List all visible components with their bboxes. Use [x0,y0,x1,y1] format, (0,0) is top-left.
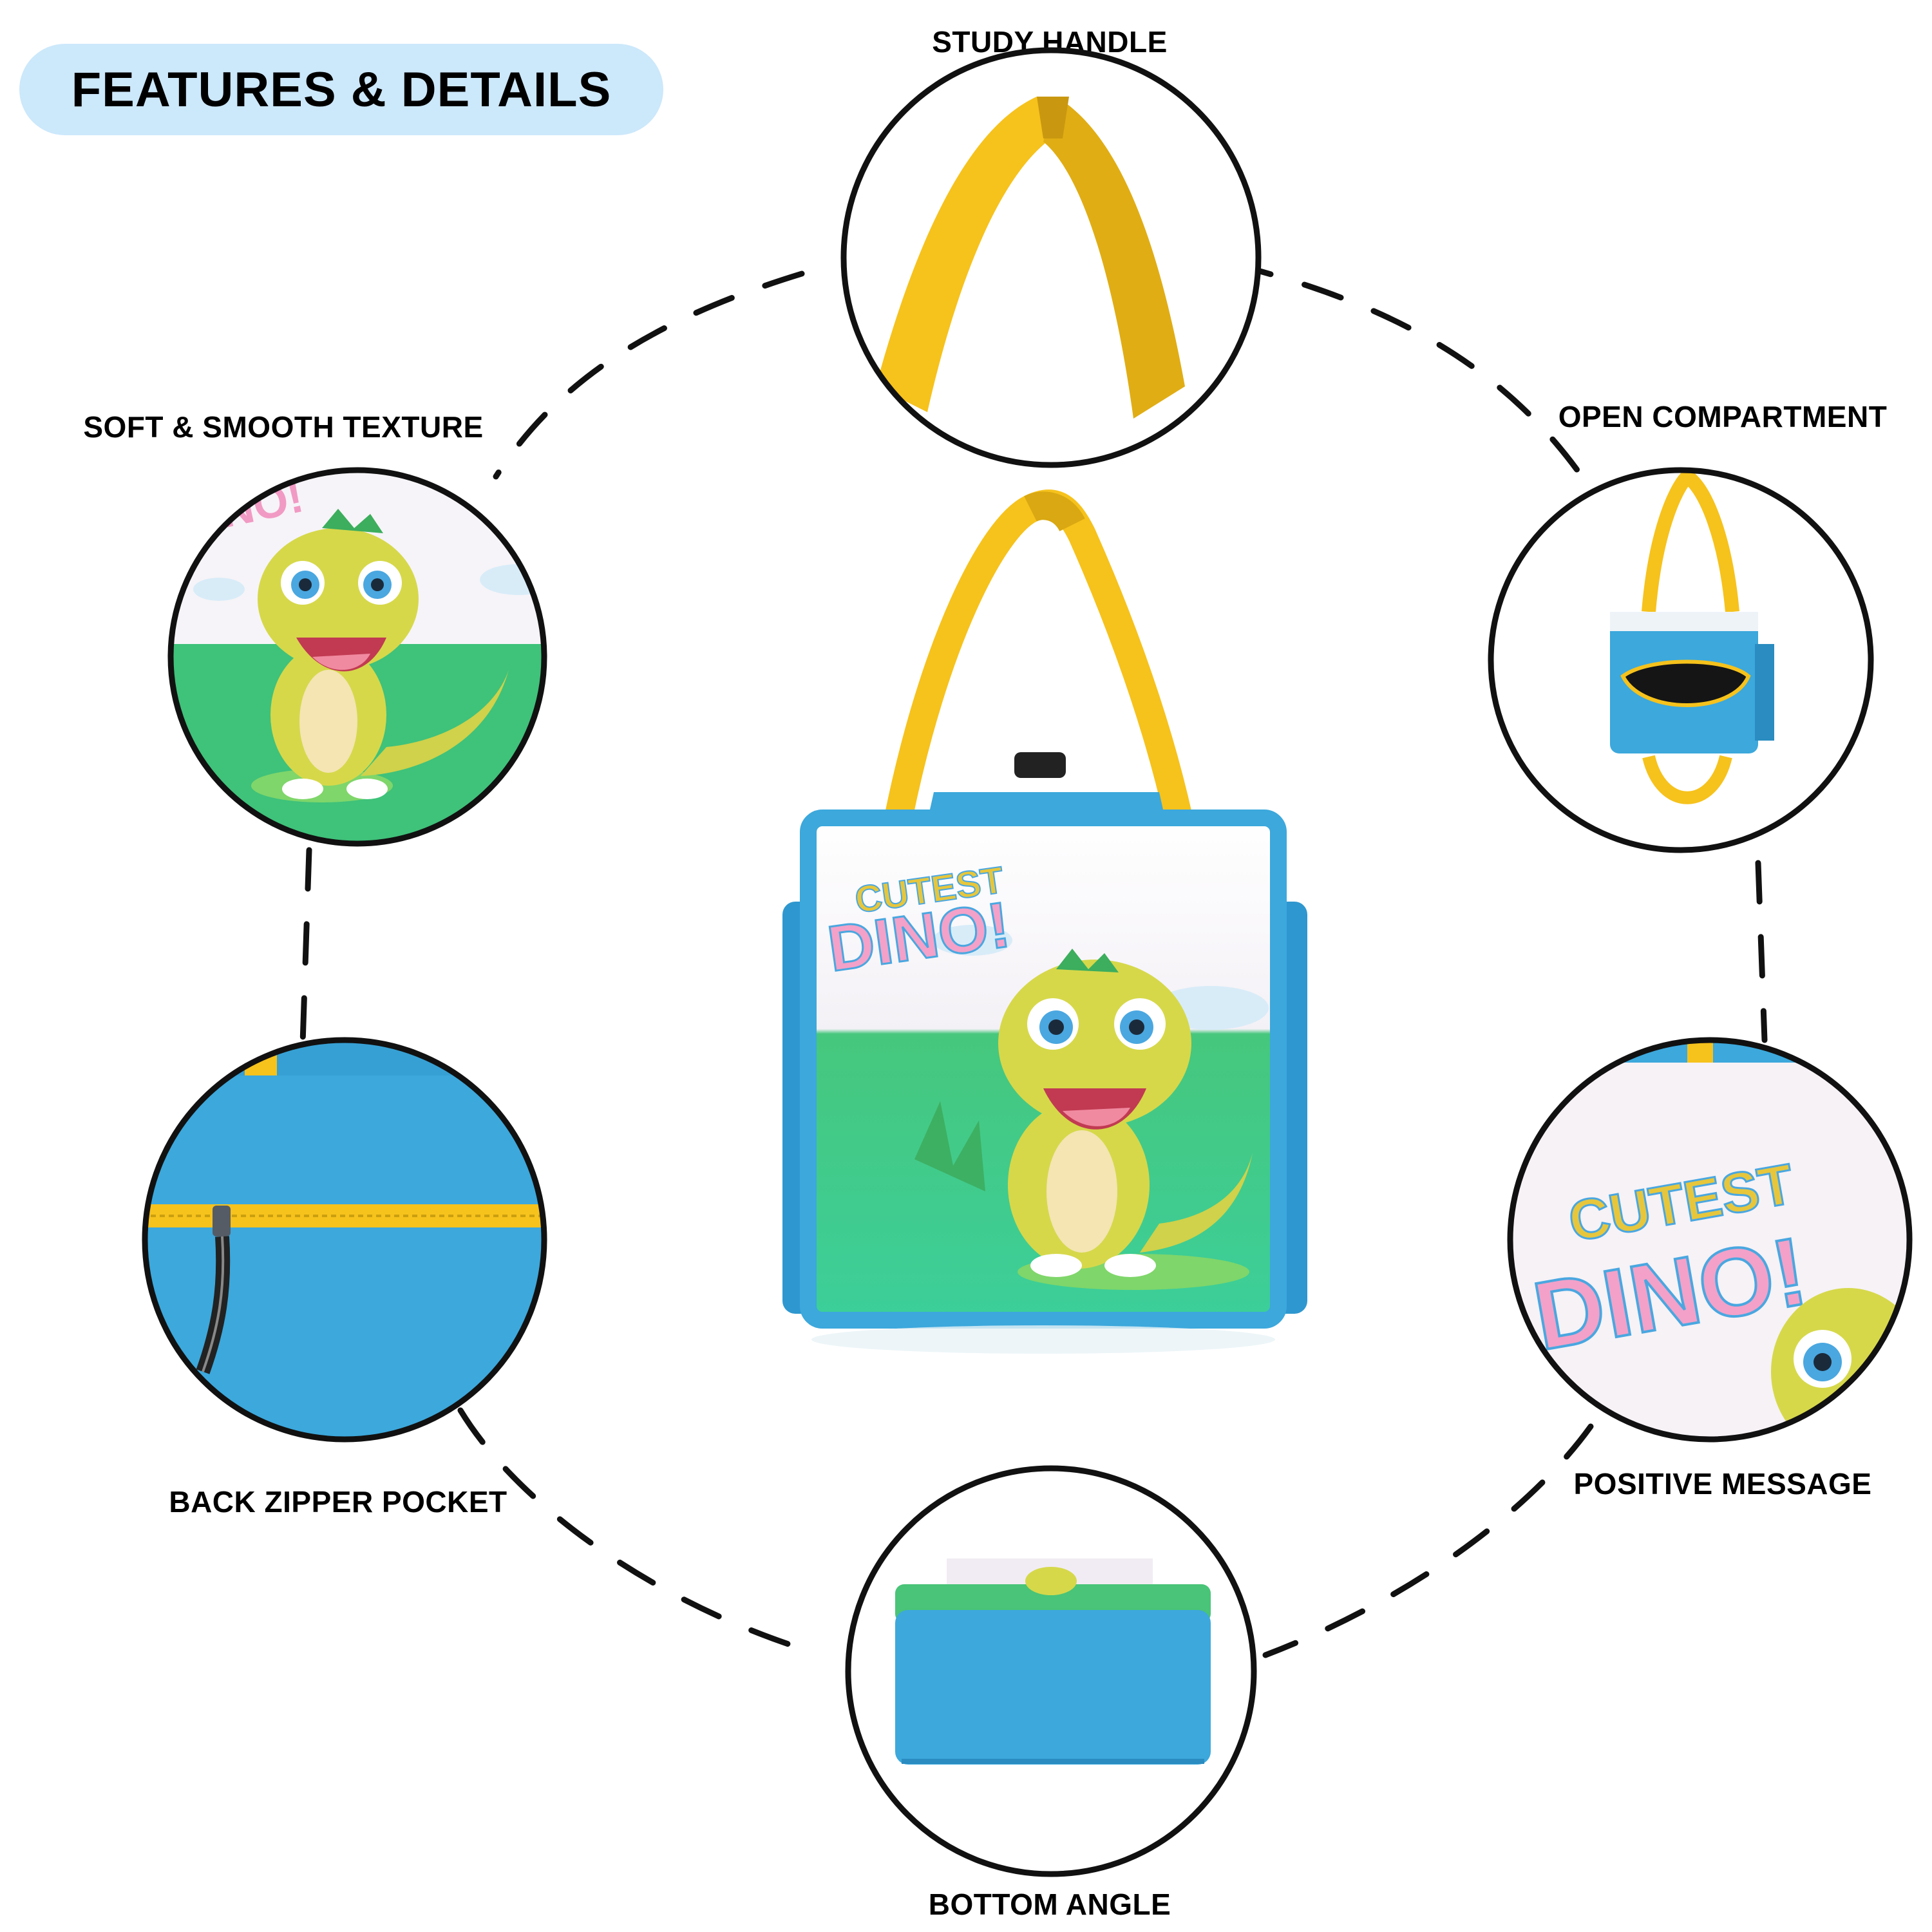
title-pill: FEATURES & DETAILS [19,44,663,135]
detail-circle-compartment [1488,467,1874,853]
detail-circle-message: CUTEST DINO! [1507,1037,1913,1443]
label-positive-message: POSITIVE MESSAGE [1573,1467,1872,1501]
label-open-compartment: OPEN COMPARTMENT [1558,400,1888,433]
label-bottom-angle: BOTTOM ANGLE [928,1888,1171,1921]
main-bag-image: CUTEST DINO! [782,489,1307,1354]
detail-circle-handle [840,47,1262,468]
label-soft-texture: SOFT & SMOOTH TEXTURE [83,410,484,444]
detail-circle-pocket [142,1037,547,1443]
label-back-zipper-pocket: BACK ZIPPER POCKET [169,1485,507,1519]
dashed-ring [299,261,1768,1658]
detail-circle-bottom [845,1465,1257,1877]
detail-circle-texture: DINO! [167,467,547,847]
page-title: FEATURES & DETAILS [71,62,612,117]
